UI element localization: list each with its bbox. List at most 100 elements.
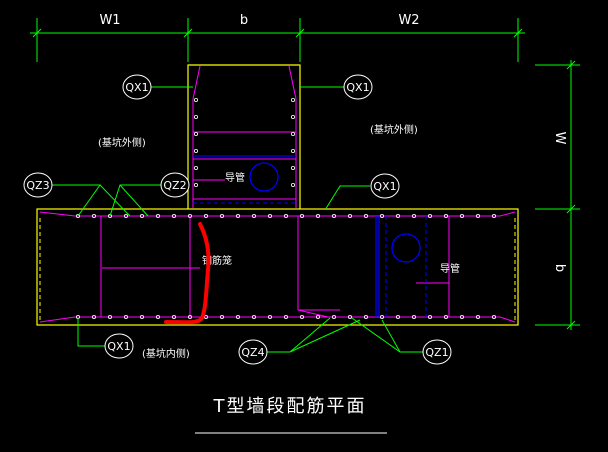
rebar-dot: [171, 314, 176, 319]
rebar-dot: [171, 213, 176, 218]
wall-outline: [36, 64, 519, 326]
rebar-dot: [193, 148, 198, 153]
tag-label-qx1-top-right: QX1: [346, 81, 369, 94]
rebar-dot: [193, 165, 198, 170]
tag-qx1-top-right: [343, 74, 373, 100]
rebar-dot: [267, 314, 272, 319]
pipe-label-top: 导管: [225, 171, 245, 184]
rebar-dot: [193, 115, 198, 120]
rebar-dot: [251, 314, 256, 319]
rebar-dot: [235, 213, 240, 218]
rebar-dot: [379, 213, 384, 218]
tag-label-qz1: QZ1: [425, 346, 448, 359]
rebar-dot: [331, 213, 336, 218]
pipe-label-right: 导管: [440, 262, 460, 275]
rebar-dot: [155, 314, 160, 319]
rebar-dot: [363, 213, 368, 218]
tag-qz2: [160, 172, 190, 198]
rebar-dot: [475, 314, 480, 319]
dim-label-b-top: b: [240, 13, 248, 28]
pipe-circle-top: [249, 162, 279, 192]
rebar-dot: [219, 314, 224, 319]
tag-label-qx1-top-left: QX1: [125, 81, 148, 94]
tag-ellipses: [23, 74, 452, 365]
rebar-dot: [187, 213, 192, 218]
rebar-dot: [459, 213, 464, 218]
rebar-dot: [76, 213, 81, 218]
rebar-dot: [290, 131, 295, 136]
rebar-dot: [443, 213, 448, 218]
rebar-dot: [251, 213, 256, 218]
tag-qx1-mid-right: [370, 173, 400, 199]
rebar-dot: [92, 314, 97, 319]
tag-label-qz4: QZ4: [241, 346, 264, 359]
dim-label-w-right: W: [552, 132, 567, 145]
outside-label-right: (基坑外侧): [370, 123, 418, 136]
rebar-dot: [443, 314, 448, 319]
tag-label-qx1-bottom-left: QX1: [107, 340, 130, 353]
inside-label: (基坑内侧): [142, 347, 190, 360]
tag-qz4: [238, 339, 268, 365]
rebar-dot: [203, 213, 208, 218]
annotations: (基坑外侧) (基坑外侧) (基坑内侧) 导管 导管 钢筋笼: [98, 123, 460, 360]
pipe-circle-right: [391, 233, 421, 263]
rebar-dot: [315, 213, 320, 218]
rebar-dot: [139, 213, 144, 218]
rebar-dots: [76, 98, 496, 319]
rebar-dot: [124, 314, 129, 319]
dim-label-w2: W2: [398, 13, 419, 28]
rebar-dot: [155, 213, 160, 218]
tag-qx1-top-left: [122, 74, 152, 100]
rebar-dot: [411, 314, 416, 319]
tag-label-qz2: QZ2: [163, 179, 186, 192]
outside-label-left: (基坑外侧): [98, 136, 146, 149]
rebar-dot: [347, 213, 352, 218]
rebar-dot: [290, 98, 295, 103]
rebar-dot: [187, 314, 192, 319]
rebar-dot: [299, 314, 304, 319]
red-markup-stroke: [164, 222, 211, 325]
rebar-dot: [283, 314, 288, 319]
tag-labels: QX1 QX1 QX1 QZ3 QZ2 QX1 QZ4 QZ1: [26, 81, 448, 359]
rebar-dot: [290, 165, 295, 170]
rebar-dot: [193, 182, 198, 187]
rebar-cages: [39, 65, 516, 323]
rebar-dot: [459, 314, 464, 319]
tag-label-qz3: QZ3: [26, 179, 49, 192]
tag-qz3: [23, 172, 53, 198]
rebar-dot: [139, 314, 144, 319]
rebar-dot: [395, 314, 400, 319]
dashed-lines: [39, 202, 516, 322]
rebar-dot: [427, 314, 432, 319]
drawing-title: T型墙段配筋平面: [213, 396, 367, 417]
rebar-dot: [290, 148, 295, 153]
rebar-dot: [124, 213, 129, 218]
rebar-dot: [475, 213, 480, 218]
rebar-dot: [290, 182, 295, 187]
rebar-dot: [427, 213, 432, 218]
leader-lines: [52, 86, 425, 353]
rebar-dot: [235, 314, 240, 319]
rebar-dot: [411, 213, 416, 218]
rebar-dot: [363, 314, 368, 319]
rebar-dot: [491, 213, 496, 218]
dimension-lines: [30, 18, 580, 330]
tag-qz1: [422, 339, 452, 365]
pipes: [193, 155, 421, 317]
rebar-dot: [193, 131, 198, 136]
tag-label-qx1-mid-right: QX1: [373, 180, 396, 193]
rebar-dot: [299, 213, 304, 218]
rebar-dot: [283, 213, 288, 218]
rebar-dot: [331, 314, 336, 319]
dim-label-w1: W1: [99, 13, 120, 28]
dim-label-b-right: b: [552, 264, 567, 272]
rebar-dot: [193, 98, 198, 103]
rebar-dot: [315, 314, 320, 319]
rebar-dot: [267, 213, 272, 218]
rebar-dot: [491, 314, 496, 319]
tag-qx1-bottom-left: [104, 333, 134, 359]
rebar-dot: [379, 314, 384, 319]
rebar-dot: [290, 115, 295, 120]
rebar-dot: [219, 213, 224, 218]
